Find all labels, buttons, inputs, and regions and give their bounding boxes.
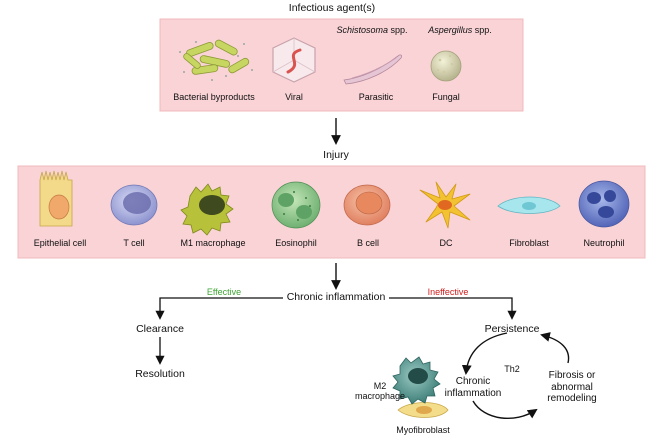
cycle-chronic-inflammation-label: Chronic inflammation <box>440 376 506 399</box>
cell-label-t-cell: T cell <box>123 238 145 248</box>
myofibroblast-label: Myofibroblast <box>396 425 450 435</box>
epithelial-cell-icon <box>39 170 73 227</box>
cycle-chronic-line1: Chronic <box>455 376 491 387</box>
species-suffix-schistosoma: spp. <box>390 25 408 35</box>
t-cell-icon <box>110 184 158 226</box>
m2-line2: macrophage <box>354 391 406 402</box>
m2-macrophage-icon <box>392 356 441 405</box>
myofibroblast-icon <box>397 402 449 418</box>
arrow-fibrosis-to-persistence <box>540 332 570 364</box>
resolution-label: Resolution <box>135 368 185 380</box>
persistence-label: Persistence <box>484 323 540 335</box>
cell-label-epithelial: Epithelial cell <box>33 238 87 248</box>
parasite-icon <box>343 54 403 85</box>
species-suffix-aspergillus: spp. <box>474 25 492 35</box>
agent-label-parasitic: Parasitic <box>358 92 394 102</box>
fibrosis-label: Fibrosis or abnormal remodeling <box>530 370 614 405</box>
arrow-effective-branch <box>155 297 283 320</box>
species-label-aspergillus: Aspergillus spp. <box>418 25 502 35</box>
m2-line1: M2 <box>373 381 387 391</box>
species-genus-schistosoma: Schistosoma <box>336 25 388 35</box>
arrow-persistence-to-chronic <box>461 332 508 375</box>
bacteria-icon <box>179 39 253 81</box>
injury-label: Injury <box>323 149 349 161</box>
arrow-ineffective-branch <box>389 297 517 320</box>
species-label-schistosoma: Schistosoma spp. <box>330 25 414 35</box>
cell-label-b-cell: B cell <box>356 238 379 248</box>
fibrosis-line1: Fibrosis or <box>548 370 596 381</box>
chronic-inflammation-label: Chronic inflammation <box>286 291 386 303</box>
neutrophil-icon <box>578 180 630 228</box>
fibroblast-icon <box>497 196 561 214</box>
clearance-label: Clearance <box>136 323 184 335</box>
cell-label-neutrophil: Neutrophil <box>583 238 625 248</box>
m1-macrophage-icon <box>180 183 234 236</box>
ineffective-label: Ineffective <box>427 287 469 297</box>
m2-macrophage-label: M2 macrophage <box>352 381 408 402</box>
eosinophil-icon <box>271 181 321 229</box>
fibrosis-line2: abnormal <box>551 381 593 393</box>
agent-label-viral: Viral <box>285 92 303 102</box>
cell-label-m1-macrophage: M1 macrophage <box>180 238 246 248</box>
fibrosis-line3: remodeling <box>547 393 597 404</box>
virus-icon <box>272 37 316 83</box>
agent-label-bacterial: Bacterial byproducts <box>173 92 255 102</box>
arrow-chronic-to-fibrosis <box>472 400 538 419</box>
cell-label-eosinophil: Eosinophil <box>275 238 317 248</box>
agent-label-fungal: Fungal <box>432 92 460 102</box>
cycle-chronic-line2: inflammation <box>444 387 502 399</box>
th2-label: Th2 <box>504 364 520 374</box>
cell-label-dc: DC <box>439 238 453 248</box>
cell-label-fibroblast: Fibroblast <box>509 238 549 248</box>
b-cell-icon <box>343 184 391 226</box>
species-genus-aspergillus: Aspergillus <box>428 25 473 35</box>
dendritic-cell-icon <box>419 181 471 229</box>
effective-label: Effective <box>206 287 242 297</box>
infectious-agents-title: Infectious agent(s) <box>288 2 376 14</box>
fungus-icon <box>430 50 462 82</box>
